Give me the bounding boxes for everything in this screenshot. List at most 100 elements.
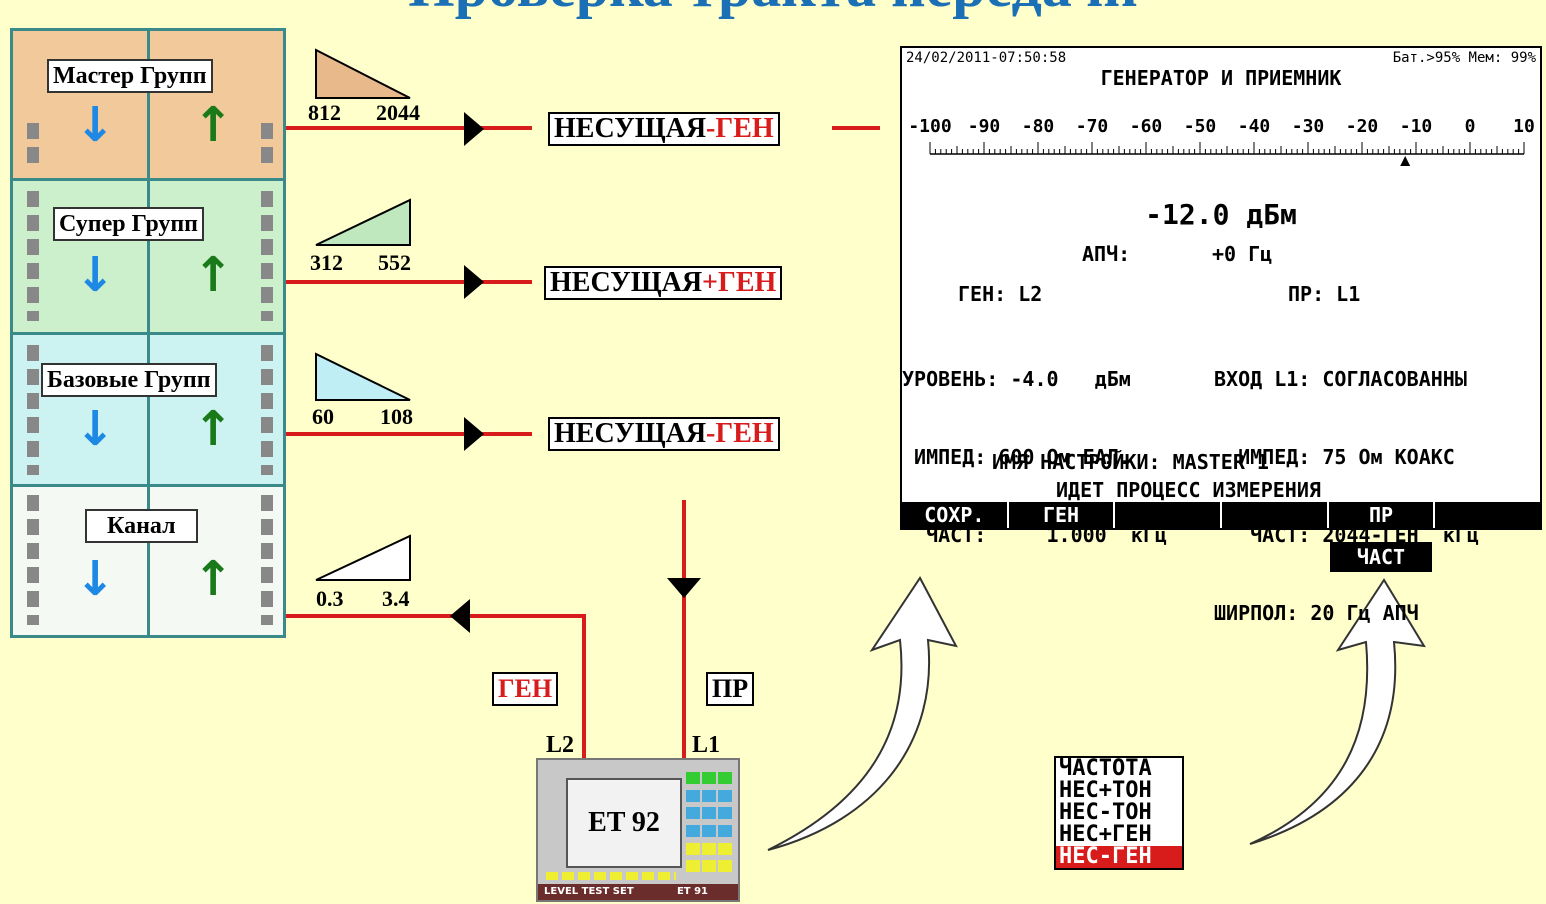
spectrum-upright-channel	[315, 534, 411, 581]
band-base-group: Базовые Групп ↓ ↑	[13, 335, 283, 487]
gen-label: ГЕН	[492, 672, 559, 706]
device-buttons-row[interactable]	[546, 872, 676, 880]
band-label: Канал	[85, 509, 198, 543]
freq-low: 312	[310, 250, 343, 275]
et92-device[interactable]: ET 92 LEVEL TEST SET ET 91	[536, 758, 740, 902]
mode-box-base: НЕСУЩАЯ-ГЕН	[548, 417, 780, 451]
device-footer: LEVEL TEST SET ET 91	[538, 884, 738, 900]
band-label: Мастер Групп	[47, 59, 213, 93]
arrowhead-right-icon	[464, 112, 484, 146]
scale-tick-label: -30	[1291, 116, 1325, 137]
signal-line-super	[286, 280, 532, 284]
gen-params: УРОВЕНЬ: -4.0 дБм ИМПЕД: 600 Ом БАЛ. ЧАС…	[902, 314, 1167, 600]
softkey-empty-6[interactable]	[1435, 502, 1540, 528]
down-arrow-icon: ↓	[75, 247, 116, 303]
signal-line-base	[286, 432, 532, 436]
menu-item-selected[interactable]: НЕС-ГЕН	[1056, 846, 1182, 868]
gen-level-row: УРОВЕНЬ: -4.0 дБм	[902, 367, 1131, 391]
spectrum-inverted-master	[315, 48, 411, 99]
softkey-empty-4[interactable]	[1222, 502, 1329, 528]
signal-line-gen-vertical	[582, 614, 586, 760]
menu-item[interactable]: НЕС+ТОН	[1059, 778, 1152, 803]
rx-input-row: ВХОД L1: СОГЛАСОВАННЫ	[1214, 367, 1467, 391]
down-arrow-icon: ↓	[75, 551, 116, 607]
afc-value: +0 Гц	[1212, 242, 1273, 266]
scale-tick-label: -50	[1183, 116, 1217, 137]
menu-item[interactable]: ЧАСТОТА	[1059, 756, 1152, 781]
up-arrow-icon: ↑	[193, 97, 234, 153]
rx-label: ПР	[706, 672, 755, 706]
rx-port: ПР: L1	[1288, 282, 1361, 306]
rx-impedance-row: ИМПЕД: 75 Ом КОАКС	[1214, 445, 1455, 469]
mode-suffix: ГЕН	[715, 418, 774, 449]
freq-high: 108	[380, 404, 413, 429]
arrowhead-down-icon	[667, 578, 701, 598]
scale-tick-label: -100	[908, 116, 952, 137]
scale-tick-label: -60	[1129, 116, 1163, 137]
freq-low: 0.3	[316, 586, 344, 611]
port-l2-label: L2	[546, 732, 575, 758]
mode-menu[interactable]: ЧАСТОТА НЕС+ТОН НЕС-ТОН НЕС+ГЕН НЕС-ГЕН	[1054, 756, 1184, 870]
level-marker-icon	[1400, 156, 1411, 166]
page-title: Проверка тракта передачи	[0, 0, 1546, 21]
rx-bandwidth-row: ШИРПОЛ: 20 Гц АПЧ	[1214, 601, 1419, 625]
screen-status: Бат.>95% Мем: 99%	[1392, 50, 1536, 66]
arrowhead-left-icon	[450, 599, 470, 633]
freq-softkey-popup[interactable]: ЧАСТ	[1330, 542, 1432, 572]
spectrum-inverted-base	[315, 352, 411, 401]
port-l1-label: L1	[692, 732, 721, 758]
scale-tick-label: -80	[1021, 116, 1055, 137]
freq-low: 60	[312, 404, 334, 429]
device-name: ET 92	[588, 807, 660, 838]
softkey-rx[interactable]: ПР	[1329, 502, 1436, 528]
scale-tick-label: -10	[1399, 116, 1433, 137]
scale-tick-label: -90	[967, 116, 1001, 137]
band-super-group: Супер Групп ↓ ↑	[13, 181, 283, 335]
softkey-empty-3[interactable]	[1115, 502, 1223, 528]
level-scale	[929, 142, 1525, 166]
mode-sign: -	[706, 418, 716, 449]
arrowhead-right-icon	[464, 417, 484, 451]
arrowhead-right-icon	[464, 265, 484, 299]
device-footer-left: LEVEL TEST SET	[544, 886, 634, 897]
spectrum-upright-super	[315, 198, 411, 246]
mode-suffix: ГЕН	[715, 113, 774, 144]
signal-line-to-screen	[832, 126, 880, 130]
up-arrow-icon: ↑	[193, 247, 234, 303]
scale-tick-label: 0	[1464, 116, 1476, 137]
spectrum-triangles	[315, 48, 411, 581]
screen-level: -12.0 дБм	[1145, 198, 1297, 231]
scale-tick-label: 10	[1513, 116, 1535, 137]
instrument-screen: 24/02/2011-07:50:58 Бат.>95% Мем: 99% ГЕ…	[900, 46, 1542, 625]
device-screen: ET 92	[566, 778, 682, 868]
device-footer-right: ET 91	[676, 886, 708, 897]
signal-line-channel	[286, 614, 586, 618]
menu-item[interactable]: НЕС-ТОН	[1059, 800, 1152, 825]
device-keypad[interactable]	[686, 772, 736, 876]
up-arrow-icon: ↑	[193, 551, 234, 607]
screen-heading: ГЕНЕРАТОР И ПРИЕМНИК	[1100, 66, 1342, 90]
band-channel: Канал ↓ ↑	[13, 487, 283, 635]
afc-label: АПЧ:	[1082, 242, 1131, 266]
softkey-save[interactable]: СОХР.	[902, 502, 1009, 528]
down-arrow-icon: ↓	[75, 401, 116, 457]
scale-tick-label: -70	[1075, 116, 1109, 137]
setup-name: ИМЯ НАСТРОЙКИ: MASTER 1	[992, 450, 1269, 474]
mode-prefix: НЕСУЩАЯ	[554, 113, 707, 144]
gen-port: ГЕН: L2	[958, 282, 1043, 306]
progress-text: ИДЕТ ПРОЦЕСС ИЗМЕРЕНИЯ	[1056, 478, 1321, 502]
channel-hierarchy-rack: Мастер Групп ↓ ↑ Супер Групп ↓ ↑ Базовые…	[10, 28, 286, 638]
menu-item[interactable]: НЕС+ГЕН	[1059, 822, 1152, 847]
mode-box-super: НЕСУЩАЯ+ГЕН	[544, 266, 783, 300]
mode-box-master: НЕСУЩАЯ-ГЕН	[548, 112, 780, 146]
freq-high: 2044	[376, 100, 420, 125]
softkey-bar: СОХР. ГЕН ПР	[902, 502, 1540, 528]
band-label: Базовые Групп	[41, 363, 217, 397]
softkey-gen[interactable]: ГЕН	[1009, 502, 1116, 528]
freq-high: 552	[378, 250, 411, 275]
mode-sign: +	[702, 267, 719, 298]
band-label: Супер Групп	[53, 207, 205, 241]
signal-line-master	[286, 126, 532, 130]
curved-arrow-icon	[1249, 578, 1426, 845]
mode-prefix: НЕСУЩАЯ	[554, 418, 707, 449]
